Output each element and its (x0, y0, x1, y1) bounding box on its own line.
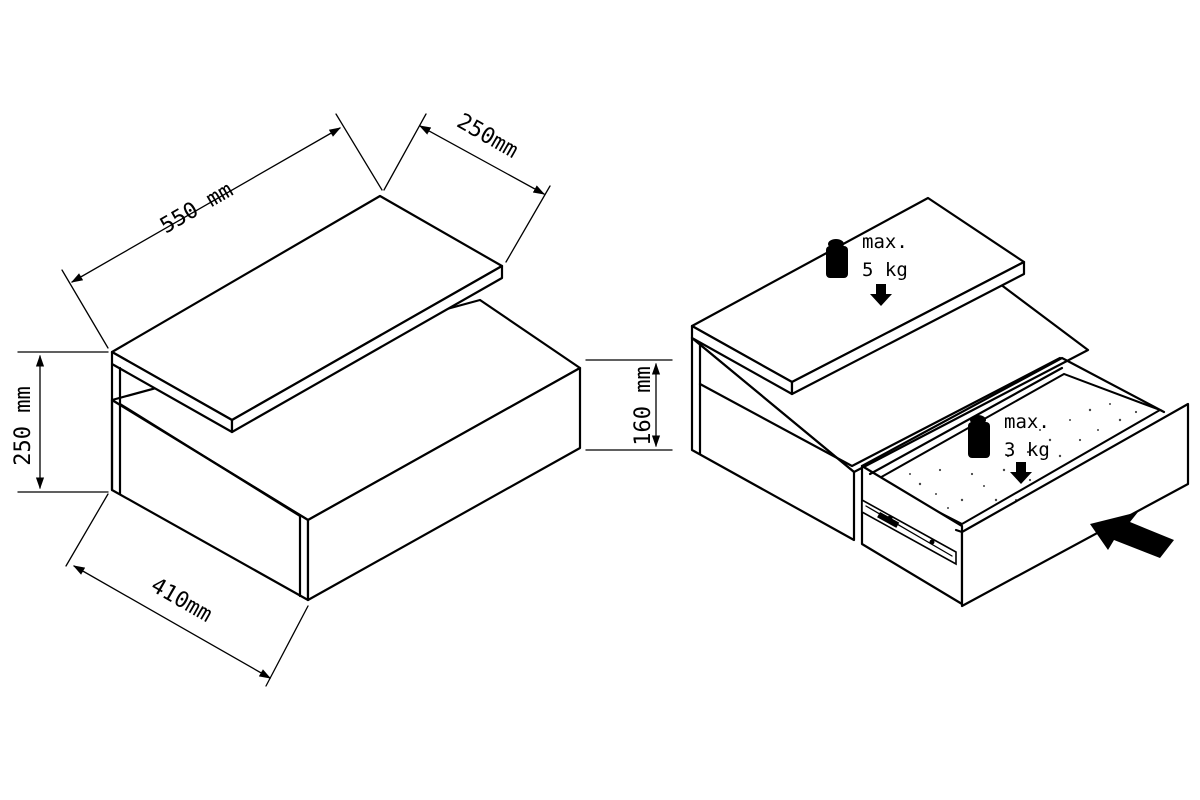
top-load-label-1: max. (862, 231, 908, 253)
top-load-label-2: 5 kg (862, 259, 908, 281)
right-shelf-drawing (690, 196, 1190, 608)
down-arrow-icon (870, 284, 892, 306)
left-cabinet-side-face (306, 366, 582, 602)
drawer-slide-rail (861, 498, 957, 566)
drawer-bottom-texture (909, 403, 1138, 509)
weight-icon (826, 239, 848, 278)
dim-depth-label: 410mm (146, 573, 216, 628)
drawer-load-label-2: 3 kg (1004, 439, 1050, 461)
dim-drawer-height: 160 mm (585, 359, 673, 451)
dim-drawer-height-label: 160 mm (631, 366, 656, 445)
drawer-load-label-1: max. (1004, 411, 1050, 433)
left-shelf-drawing (110, 194, 582, 602)
dim-height-label: 250 mm (11, 386, 36, 465)
dim-height: 250 mm (11, 351, 109, 493)
weight-icon (968, 415, 990, 458)
dim-width-label: 550 mm (156, 178, 237, 239)
dim-depth-top-label: 250mm (452, 109, 522, 164)
right-shelf-side-edge (790, 260, 1026, 396)
down-arrow-icon (1010, 462, 1032, 484)
right-cabinet-front-face (690, 336, 856, 542)
left-shelf-side-edge (230, 264, 504, 434)
drawer-load-indicator: max. 3 kg (968, 411, 1050, 484)
push-arrow-icon (1090, 512, 1174, 558)
drawer-front (960, 402, 1190, 608)
top-load-indicator: max. 5 kg (826, 231, 908, 306)
